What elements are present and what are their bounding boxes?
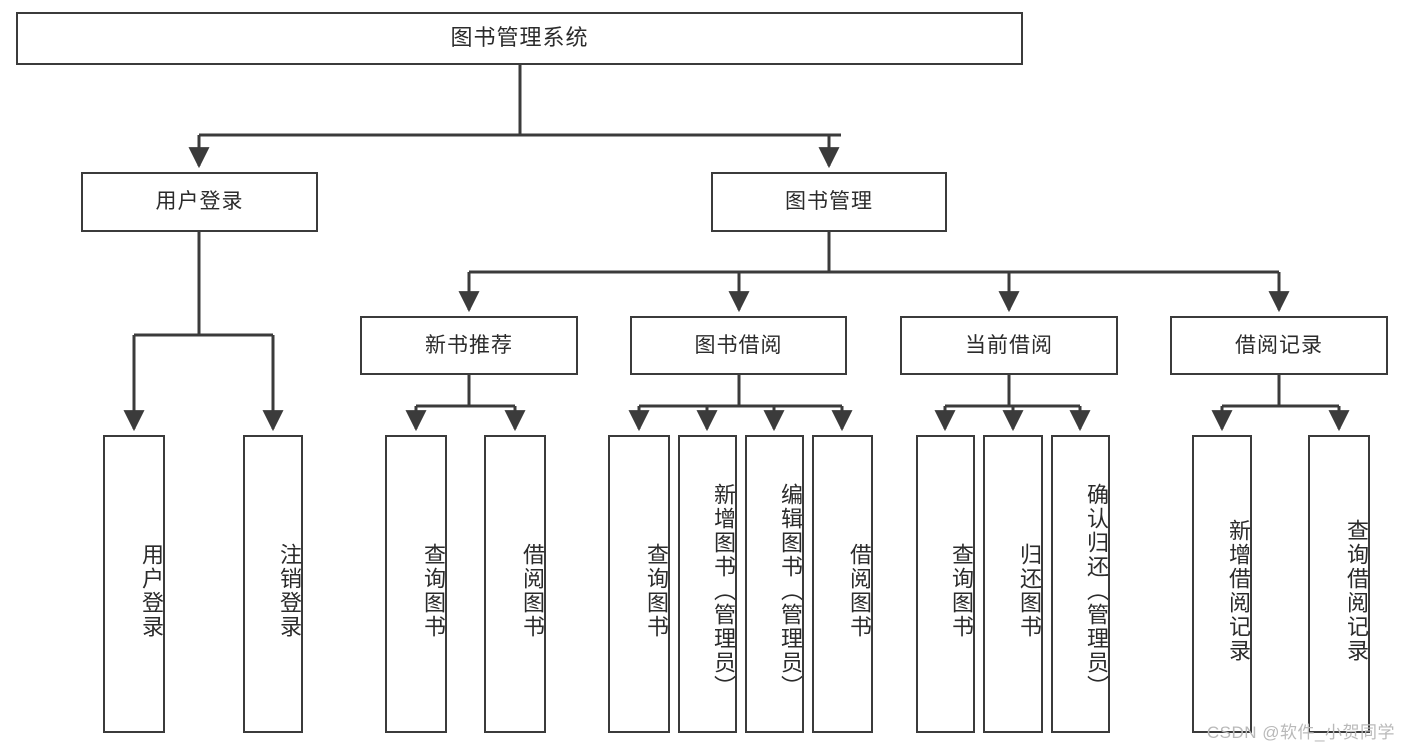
node-label: 图书管理	[785, 190, 873, 214]
node-label: 借阅记录	[1235, 333, 1323, 357]
csdn-watermark: CSDN @软件_小贺同学	[1206, 723, 1395, 742]
node-label: 用户登录	[155, 190, 244, 214]
node-leaf-user-logout[interactable]: 注销登录	[243, 435, 303, 733]
node-book-borrowing[interactable]: 图书借阅	[630, 316, 847, 375]
node-leaf-return-book[interactable]: 归还图书	[983, 435, 1043, 733]
node-label: 新书推荐	[425, 333, 513, 357]
node-leaf-query-book-current[interactable]: 查询图书	[916, 435, 975, 733]
node-leaf-user-login[interactable]: 用户登录	[103, 435, 165, 733]
node-leaf-edit-book-admin[interactable]: 编辑图书（管理员）	[745, 435, 804, 733]
node-label: 编辑图书（管理员）	[778, 483, 803, 699]
node-label: 新增图书（管理员）	[711, 483, 736, 699]
node-label: 新增借阅记录	[1226, 519, 1251, 663]
node-label: 查询借阅记录	[1344, 519, 1369, 663]
node-label: 查询图书	[644, 543, 669, 639]
node-leaf-confirm-return-admin[interactable]: 确认归还（管理员）	[1051, 435, 1110, 733]
node-leaf-query-borrow-record[interactable]: 查询借阅记录	[1308, 435, 1370, 733]
node-leaf-query-book-recommend[interactable]: 查询图书	[385, 435, 447, 733]
node-user-login[interactable]: 用户登录	[81, 172, 318, 232]
node-label: 图书借阅	[694, 333, 783, 357]
node-leaf-borrow-book[interactable]: 借阅图书	[812, 435, 873, 733]
node-leaf-query-book-borrow[interactable]: 查询图书	[608, 435, 670, 733]
node-label: 查询图书	[949, 543, 974, 639]
node-label: 图书管理系统	[450, 25, 589, 51]
node-label: 借阅图书	[847, 543, 872, 639]
node-label: 借阅图书	[520, 543, 545, 639]
node-leaf-add-borrow-record[interactable]: 新增借阅记录	[1192, 435, 1252, 733]
node-label: 当前借阅	[965, 333, 1053, 357]
node-label: 注销登录	[277, 543, 302, 639]
node-root-book-management-system[interactable]: 图书管理系统	[16, 12, 1023, 65]
node-borrowing-record[interactable]: 借阅记录	[1170, 316, 1388, 375]
node-book-management[interactable]: 图书管理	[711, 172, 947, 232]
node-leaf-add-book-admin[interactable]: 新增图书（管理员）	[678, 435, 737, 733]
node-label: 归还图书	[1017, 543, 1042, 639]
node-label: 查询图书	[421, 543, 446, 639]
node-current-borrowing[interactable]: 当前借阅	[900, 316, 1118, 375]
node-new-book-recommendation[interactable]: 新书推荐	[360, 316, 578, 375]
node-label: 确认归还（管理员）	[1084, 483, 1109, 699]
node-leaf-borrow-book-recommend[interactable]: 借阅图书	[484, 435, 546, 733]
node-label: 用户登录	[139, 543, 164, 639]
